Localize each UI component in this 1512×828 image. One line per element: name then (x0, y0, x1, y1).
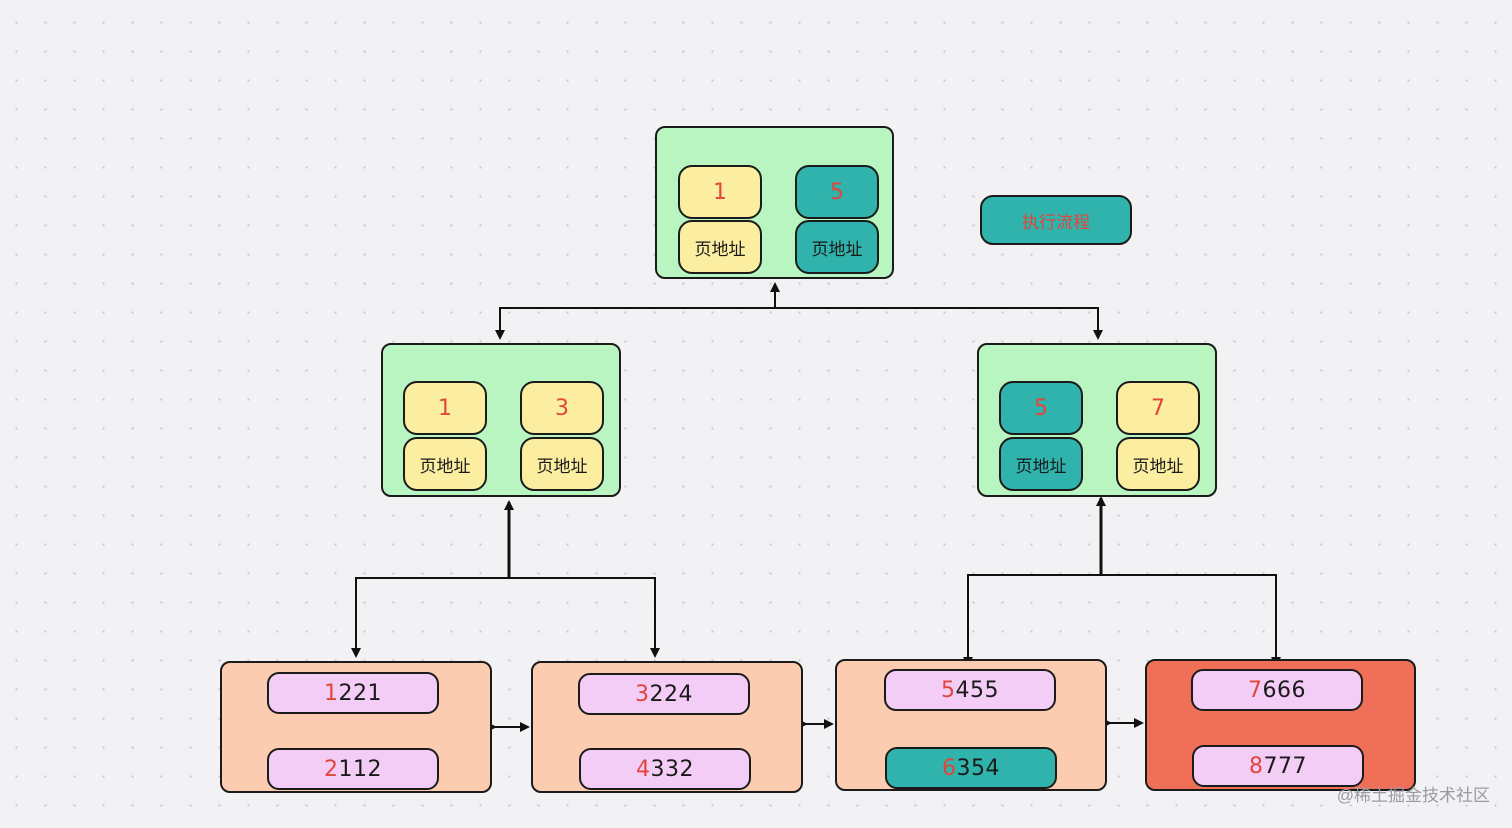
root-key-2: 5 (795, 165, 879, 219)
root-key-1: 1 (678, 165, 762, 219)
right-key-2: 7 (1116, 381, 1200, 435)
left-page-address-2: 页地址 (520, 437, 604, 491)
execution-flow-legend: 执行流程 (980, 195, 1132, 245)
edge-right-to-leaf4 (1101, 574, 1281, 667)
edge-right-to-leaf3 (963, 574, 1101, 667)
watermark: @稀土掘金技术社区 (1336, 786, 1490, 805)
edge-left-to-leaf2 (509, 577, 660, 658)
right-index-node: 5 页地址 7 页地址 (977, 343, 1217, 497)
edge-root-to-right (775, 307, 1103, 340)
left-page-address-1: 页地址 (403, 437, 487, 491)
left-index-node: 1 页地址 3 页地址 (381, 343, 621, 497)
right-key-1: 5 (999, 381, 1083, 435)
left-key-2: 3 (520, 381, 604, 435)
edge-root-to-left (495, 307, 775, 340)
right-page-address-2: 页地址 (1116, 437, 1200, 491)
right-page-address-1: 页地址 (999, 437, 1083, 491)
root-node: 1 页地址 5 页地址 (655, 126, 894, 279)
root-page-address-1: 页地址 (678, 220, 762, 274)
root-page-address-2: 页地址 (795, 220, 879, 274)
edge-left-to-leaf1 (351, 577, 509, 658)
left-key-1: 1 (403, 381, 487, 435)
